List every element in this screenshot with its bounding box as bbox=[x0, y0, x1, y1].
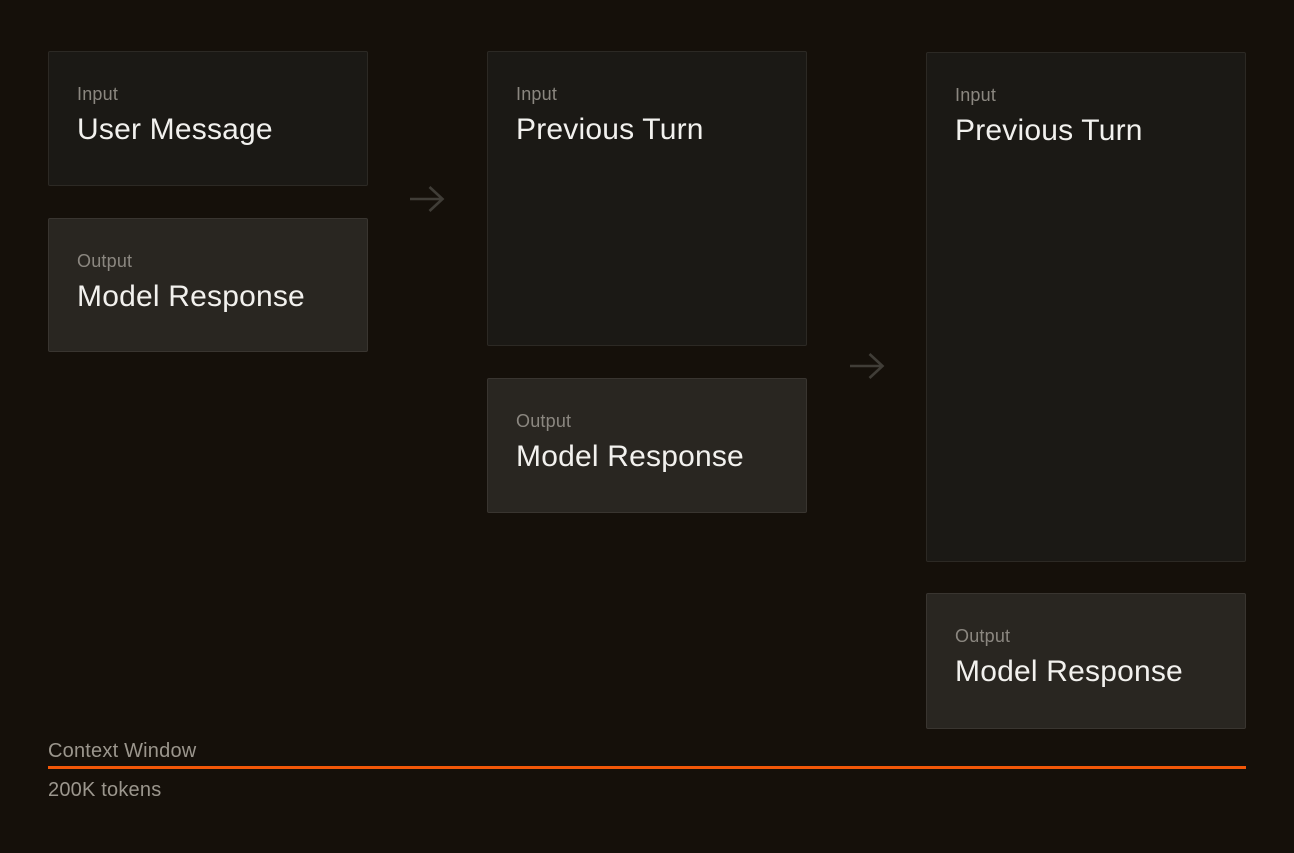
turn2-output-box: Output Model Response bbox=[487, 378, 807, 513]
model-response-title: Model Response bbox=[77, 279, 305, 313]
previous-turn-title: Previous Turn bbox=[516, 112, 704, 146]
context-window-label: Context Window bbox=[48, 740, 197, 762]
previous-turn-title: Previous Turn bbox=[955, 113, 1143, 147]
token-count-label: 200K tokens bbox=[48, 779, 162, 801]
input-label: Input bbox=[955, 85, 997, 105]
arrow-right-icon bbox=[410, 186, 445, 212]
context-window-line bbox=[48, 766, 1246, 769]
user-message-title: User Message bbox=[77, 112, 273, 146]
arrow-right-icon bbox=[850, 353, 885, 379]
output-label: Output bbox=[955, 626, 1011, 646]
turn3-input-box: Input Previous Turn bbox=[926, 52, 1246, 562]
output-label: Output bbox=[516, 411, 572, 431]
model-response-title: Model Response bbox=[516, 439, 744, 473]
input-label: Input bbox=[77, 84, 119, 104]
turn3-output-box: Output Model Response bbox=[926, 593, 1246, 729]
model-response-title: Model Response bbox=[955, 654, 1183, 688]
turn1-input-box: Input User Message bbox=[48, 51, 368, 186]
turn1-output-box: Output Model Response bbox=[48, 218, 368, 352]
input-label: Input bbox=[516, 84, 558, 104]
turn2-input-box: Input Previous Turn bbox=[487, 51, 807, 346]
output-label: Output bbox=[77, 251, 133, 271]
